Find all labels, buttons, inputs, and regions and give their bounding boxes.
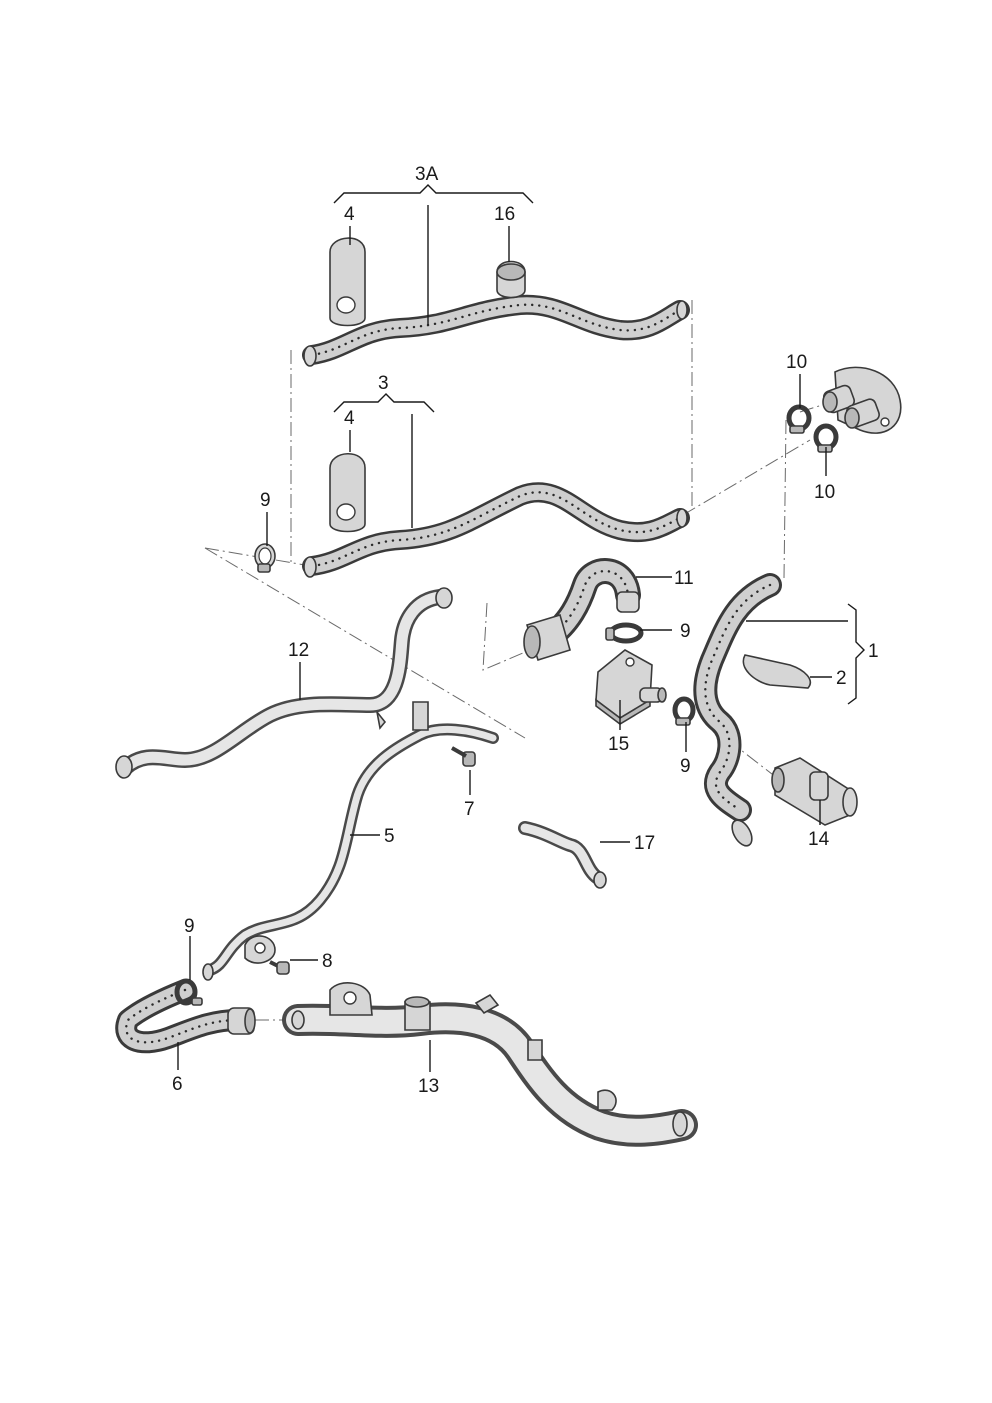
callout-5: 5	[384, 826, 395, 847]
callout-9-mid: 9	[680, 621, 691, 642]
callout-3A: 3A	[415, 164, 439, 185]
bolt-7	[451, 746, 476, 767]
callout-16: 16	[494, 204, 515, 225]
hose-1	[693, 573, 782, 847]
valve-14	[771, 757, 858, 826]
callout-6: 6	[172, 1074, 183, 1095]
callout-11: 11	[674, 568, 694, 589]
callout-15: 15	[608, 734, 629, 755]
callout-8: 8	[322, 951, 333, 972]
hose-11	[523, 558, 641, 662]
callout-14: 14	[808, 829, 830, 850]
hose-3A	[302, 294, 690, 367]
callout-9-left: 9	[260, 490, 271, 511]
hose-clamp-10-upper	[786, 404, 812, 434]
callout-4-upper: 4	[344, 204, 355, 225]
callout-17: 17	[634, 833, 655, 854]
pipe-5	[202, 701, 499, 981]
callout-10-lower: 10	[814, 482, 835, 503]
insulation-pad-4-lower	[329, 453, 366, 533]
pipe-12	[115, 587, 453, 779]
callout-9-right: 9	[680, 756, 691, 777]
hose-6	[115, 979, 256, 1054]
callout-4-lower: 4	[344, 408, 355, 429]
insulation-pad-4-upper	[329, 237, 366, 327]
callout-2: 2	[836, 668, 847, 689]
connector-flange	[822, 366, 902, 434]
pipe-13	[282, 982, 698, 1147]
hose-clamp-9-lower	[174, 978, 203, 1006]
hose-17	[518, 821, 607, 889]
callout-labels: 3A 4 16 3 4 9 10 10 11 9 1 2 12 15 9 7 1…	[172, 164, 879, 1097]
leader-lines	[177, 184, 865, 1072]
callout-12: 12	[288, 640, 309, 661]
hose-clamp-9-left	[254, 543, 276, 573]
grommet-16	[496, 260, 526, 299]
hose-clamp-9-right	[672, 696, 696, 726]
callout-3: 3	[378, 373, 389, 394]
callout-13: 13	[418, 1076, 439, 1097]
hose-clamp-9-mid	[605, 622, 644, 644]
hose-3	[302, 482, 690, 578]
callout-1: 1	[868, 641, 879, 662]
callout-9-lower: 9	[184, 916, 195, 937]
callout-10-upper: 10	[786, 352, 807, 373]
pump-15	[595, 649, 667, 725]
seal-2	[742, 654, 812, 689]
callout-7: 7	[464, 799, 475, 820]
bolt-8	[269, 960, 290, 975]
